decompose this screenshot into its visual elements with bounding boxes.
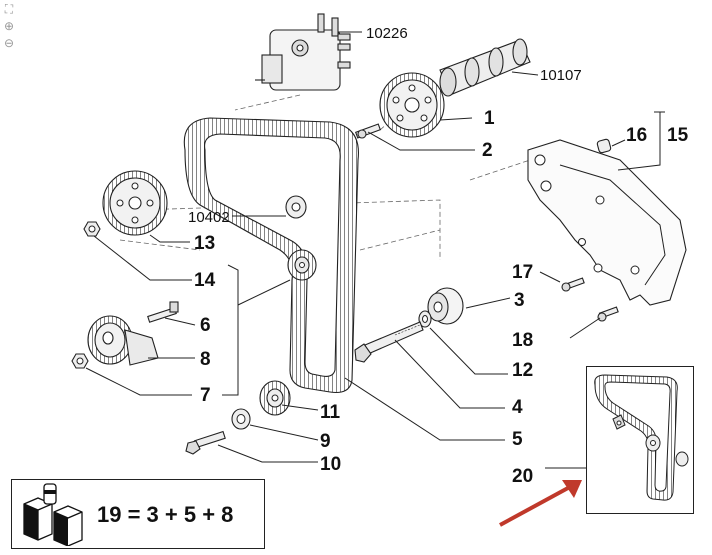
callout-10[interactable]: 10 [320,454,341,475]
ref-10107[interactable]: 10107 [540,67,582,84]
injection-pump [255,13,351,91]
pump-pulley [102,170,168,236]
callout-20[interactable]: 20 [512,466,533,487]
callout-8[interactable]: 8 [200,349,211,370]
kit-info-box: 19 = 3 + 5 + 8 [11,479,265,549]
washer-12 [418,310,432,328]
kit-formula: 19 = 3 + 5 + 8 [97,502,234,527]
timing-belt [183,117,359,394]
camshaft-pulley [379,72,445,138]
callout-2[interactable]: 2 [482,140,493,161]
plug-16 [596,138,612,154]
nut-14 [83,221,101,237]
camshaft [439,38,531,97]
washer-9 [231,408,251,430]
callout-11[interactable]: 11 [320,402,341,423]
callout-5[interactable]: 5 [512,429,523,450]
callout-9[interactable]: 9 [320,431,331,452]
zoom-in-icon[interactable]: ⊕ [3,19,15,33]
callout-17[interactable]: 17 [512,262,533,283]
fit-page-icon[interactable]: ⛶ [4,2,14,16]
tensioner-assembly [87,301,179,366]
long-bolt-4 [354,321,424,363]
reference-labels: 10226 10107 10402 [188,25,582,226]
idler-10402 [285,195,307,219]
screw-18 [597,306,619,322]
callout-14[interactable]: 14 [194,270,216,291]
callout-labels: 1 2 3 4 5 6 7 8 9 10 11 12 13 14 15 16 1… [194,108,689,487]
screw-17 [561,277,585,292]
zoom-toolbar: ⛶ ⊕ ⊖ [2,2,18,53]
callout-6[interactable]: 6 [200,315,211,336]
nut-7 [71,353,89,369]
callout-18[interactable]: 18 [512,330,533,351]
zoom-out-icon[interactable]: ⊖ [3,36,15,50]
kit-icon [23,483,83,546]
callout-13[interactable]: 13 [194,233,215,254]
ref-10402[interactable]: 10402 [188,209,230,226]
red-arrow [499,480,582,527]
inset-detail-20[interactable] [586,366,694,514]
callout-7[interactable]: 7 [200,385,211,406]
ref-10226[interactable]: 10226 [366,25,408,42]
crank-pulley [259,380,291,416]
callout-12[interactable]: 12 [512,360,533,381]
callout-16[interactable]: 16 [626,125,647,146]
callout-1[interactable]: 1 [484,108,495,129]
belt-tensioner-roller [287,249,317,281]
bolt-2 [354,123,382,139]
callout-15[interactable]: 15 [667,125,689,146]
callout-3[interactable]: 3 [514,290,525,311]
inset-belt-drawing [594,374,689,501]
idler-3 [427,287,464,325]
callout-4[interactable]: 4 [512,397,523,418]
bolt-10 [185,430,226,455]
leader-lines [85,31,665,469]
timing-cover [527,139,687,306]
